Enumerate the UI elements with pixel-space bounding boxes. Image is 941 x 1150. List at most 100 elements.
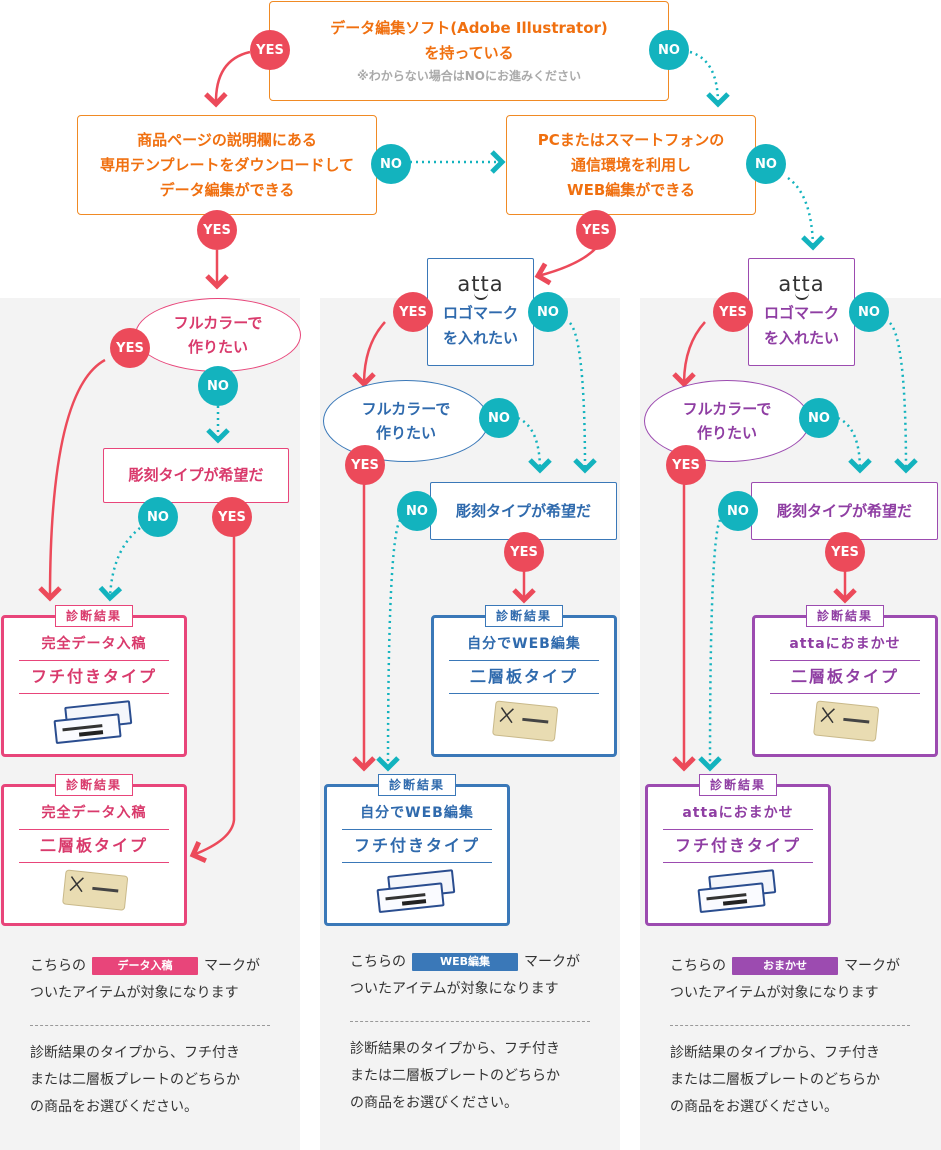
question-logo: atta ロゴマーク を入れたい bbox=[748, 258, 855, 366]
result-method: attaにおまかせ bbox=[663, 797, 813, 830]
no-badge: NO bbox=[849, 292, 889, 332]
result-label: 診断結果 bbox=[698, 774, 778, 796]
footer-desc: の商品をお選びください。 bbox=[670, 1099, 838, 1115]
footer-suffix: マークが bbox=[524, 954, 580, 970]
question-engrave: 彫刻タイプが希望だ bbox=[430, 482, 617, 540]
question-line: フルカラーで bbox=[173, 314, 263, 332]
no-badge: NO bbox=[397, 491, 437, 531]
footer-divider bbox=[30, 1025, 270, 1026]
footer-suffix: マークが bbox=[844, 958, 900, 974]
question-line: 専用テンプレートをダウンロードして bbox=[99, 155, 355, 174]
footer-desc: または二層板プレートのどちらか bbox=[350, 1068, 560, 1084]
atta-logo: atta bbox=[457, 273, 503, 300]
footer-suffix: マークが bbox=[204, 958, 260, 974]
result-type: フチ付きタイプ bbox=[342, 829, 492, 863]
result-label: 診断結果 bbox=[484, 605, 564, 627]
result-card: 診断結果 自分でWEB編集 二層板タイプ bbox=[431, 605, 617, 757]
footer-desc: 診断結果のタイプから、フチ付き bbox=[670, 1045, 880, 1061]
result-card: 診断結果 完全データ入稿 二層板タイプ bbox=[1, 774, 187, 926]
tag-data-submission: データ入稿 bbox=[92, 957, 198, 975]
no-badge: NO bbox=[649, 30, 689, 70]
no-badge: NO bbox=[371, 144, 411, 184]
question-line: フルカラーで bbox=[682, 400, 772, 418]
footer-target-line: こちらのデータ入稿マークが bbox=[30, 953, 270, 980]
question-line: を入れたい bbox=[763, 329, 839, 347]
result-method: 自分でWEB編集 bbox=[449, 628, 599, 661]
result-card: 診断結果 完全データ入稿 フチ付きタイプ bbox=[1, 605, 187, 757]
question-has-illustrator: データ編集ソフト(Adobe Illustrator) を持っている ※わからな… bbox=[269, 1, 669, 101]
no-badge: NO bbox=[479, 398, 519, 438]
logo-smile-icon bbox=[794, 292, 809, 300]
question-line: 作りたい bbox=[375, 424, 436, 442]
question-line: 通信環境を利用し bbox=[570, 155, 691, 174]
footer-line: ついたアイテムが対象になります bbox=[350, 981, 559, 997]
yes-badge: YES bbox=[250, 30, 290, 70]
yes-badge: YES bbox=[713, 292, 753, 332]
no-badge: NO bbox=[746, 144, 786, 184]
result-label: 診断結果 bbox=[377, 774, 457, 796]
column-footer: こちらのおまかせマークが ついたアイテムが対象になります 診断結果のタイプから、… bbox=[670, 953, 910, 1121]
two-layer-plate-image bbox=[813, 700, 880, 742]
footer-desc: 診断結果のタイプから、フチ付き bbox=[350, 1041, 560, 1057]
question-line: 彫刻タイプが希望だ bbox=[128, 466, 264, 484]
result-method: 自分でWEB編集 bbox=[342, 797, 492, 830]
question-line: 作りたい bbox=[696, 424, 757, 442]
footer-desc: 診断結果のタイプから、フチ付き bbox=[30, 1045, 240, 1061]
question-line: 彫刻タイプが希望だ bbox=[455, 501, 591, 520]
result-type: 二層板タイプ bbox=[449, 660, 599, 694]
result-card: 診断結果 自分でWEB編集 フチ付きタイプ bbox=[324, 774, 510, 926]
footer-prefix: こちらの bbox=[350, 954, 406, 970]
frame-type-plate-image bbox=[376, 869, 456, 913]
question-engrave: 彫刻タイプが希望だ bbox=[103, 448, 289, 503]
result-type: 二層板タイプ bbox=[19, 829, 169, 863]
question-line: 商品ページの説明欄にある bbox=[137, 130, 317, 149]
footer-line: ついたアイテムが対象になります bbox=[30, 985, 239, 1001]
frame-type-plate-image bbox=[53, 700, 133, 744]
two-layer-plate-image bbox=[62, 869, 129, 911]
question-line: ロゴマーク bbox=[442, 304, 518, 322]
column-footer: こちらのデータ入稿マークが ついたアイテムが対象になります 診断結果のタイプから… bbox=[30, 953, 270, 1121]
question-line: ロゴマーク bbox=[763, 304, 839, 322]
footer-desc: または二層板プレートのどちらか bbox=[30, 1072, 240, 1088]
result-method: 完全データ入稿 bbox=[19, 797, 169, 830]
footer-target-line: こちらの WEB編集マークが bbox=[350, 949, 590, 976]
logo-smile-icon bbox=[473, 292, 488, 300]
result-type: フチ付きタイプ bbox=[19, 660, 169, 694]
no-badge: NO bbox=[198, 366, 238, 406]
result-type: 二層板タイプ bbox=[770, 660, 920, 694]
question-line: を入れたい bbox=[442, 329, 518, 347]
logo-text: atta bbox=[778, 272, 825, 296]
result-label: 診断結果 bbox=[54, 774, 134, 796]
question-web-environment: PCまたはスマートフォンの 通信環境を利用し WEB編集ができる bbox=[506, 115, 756, 215]
result-card: 診断結果 attaにおまかせ フチ付きタイプ bbox=[645, 774, 831, 926]
question-engrave: 彫刻タイプが希望だ bbox=[751, 482, 938, 540]
footer-prefix: こちらの bbox=[30, 958, 86, 974]
question-line: データ編集ができる bbox=[159, 180, 295, 199]
footer-line: ついたアイテムが対象になります bbox=[670, 985, 879, 1001]
question-template-edit: 商品ページの説明欄にある 専用テンプレートをダウンロードして データ編集ができる bbox=[77, 115, 377, 215]
question-full-color: フルカラーで 作りたい bbox=[135, 298, 301, 372]
column-footer: こちらの WEB編集マークが ついたアイテムが対象になります 診断結果のタイプから… bbox=[350, 949, 590, 1117]
yes-badge: YES bbox=[576, 210, 616, 250]
yes-badge: YES bbox=[504, 532, 544, 572]
tag-web-edit: WEB編集 bbox=[412, 953, 518, 971]
result-label: 診断結果 bbox=[54, 605, 134, 627]
tag-omakase: おまかせ bbox=[732, 957, 838, 975]
question-line: フルカラーで bbox=[361, 400, 451, 418]
footer-target-line: こちらのおまかせマークが bbox=[670, 953, 910, 980]
footer-divider bbox=[350, 1021, 590, 1022]
question-note: ※わからない場合はNOにお進みください bbox=[357, 69, 581, 83]
question-line: 彫刻タイプが希望だ bbox=[776, 501, 912, 520]
no-badge: NO bbox=[718, 491, 758, 531]
footer-desc: または二層板プレートのどちらか bbox=[670, 1072, 880, 1088]
footer-desc: の商品をお選びください。 bbox=[30, 1099, 198, 1115]
result-card: 診断結果 attaにおまかせ 二層板タイプ bbox=[752, 605, 938, 757]
yes-badge: YES bbox=[110, 328, 150, 368]
result-method: attaにおまかせ bbox=[770, 628, 920, 661]
yes-badge: YES bbox=[345, 445, 385, 485]
yes-badge: YES bbox=[393, 292, 433, 332]
question-line: WEB編集ができる bbox=[567, 180, 695, 199]
question-full-color: フルカラーで 作りたい bbox=[644, 380, 810, 462]
footer-prefix: こちらの bbox=[670, 958, 726, 974]
